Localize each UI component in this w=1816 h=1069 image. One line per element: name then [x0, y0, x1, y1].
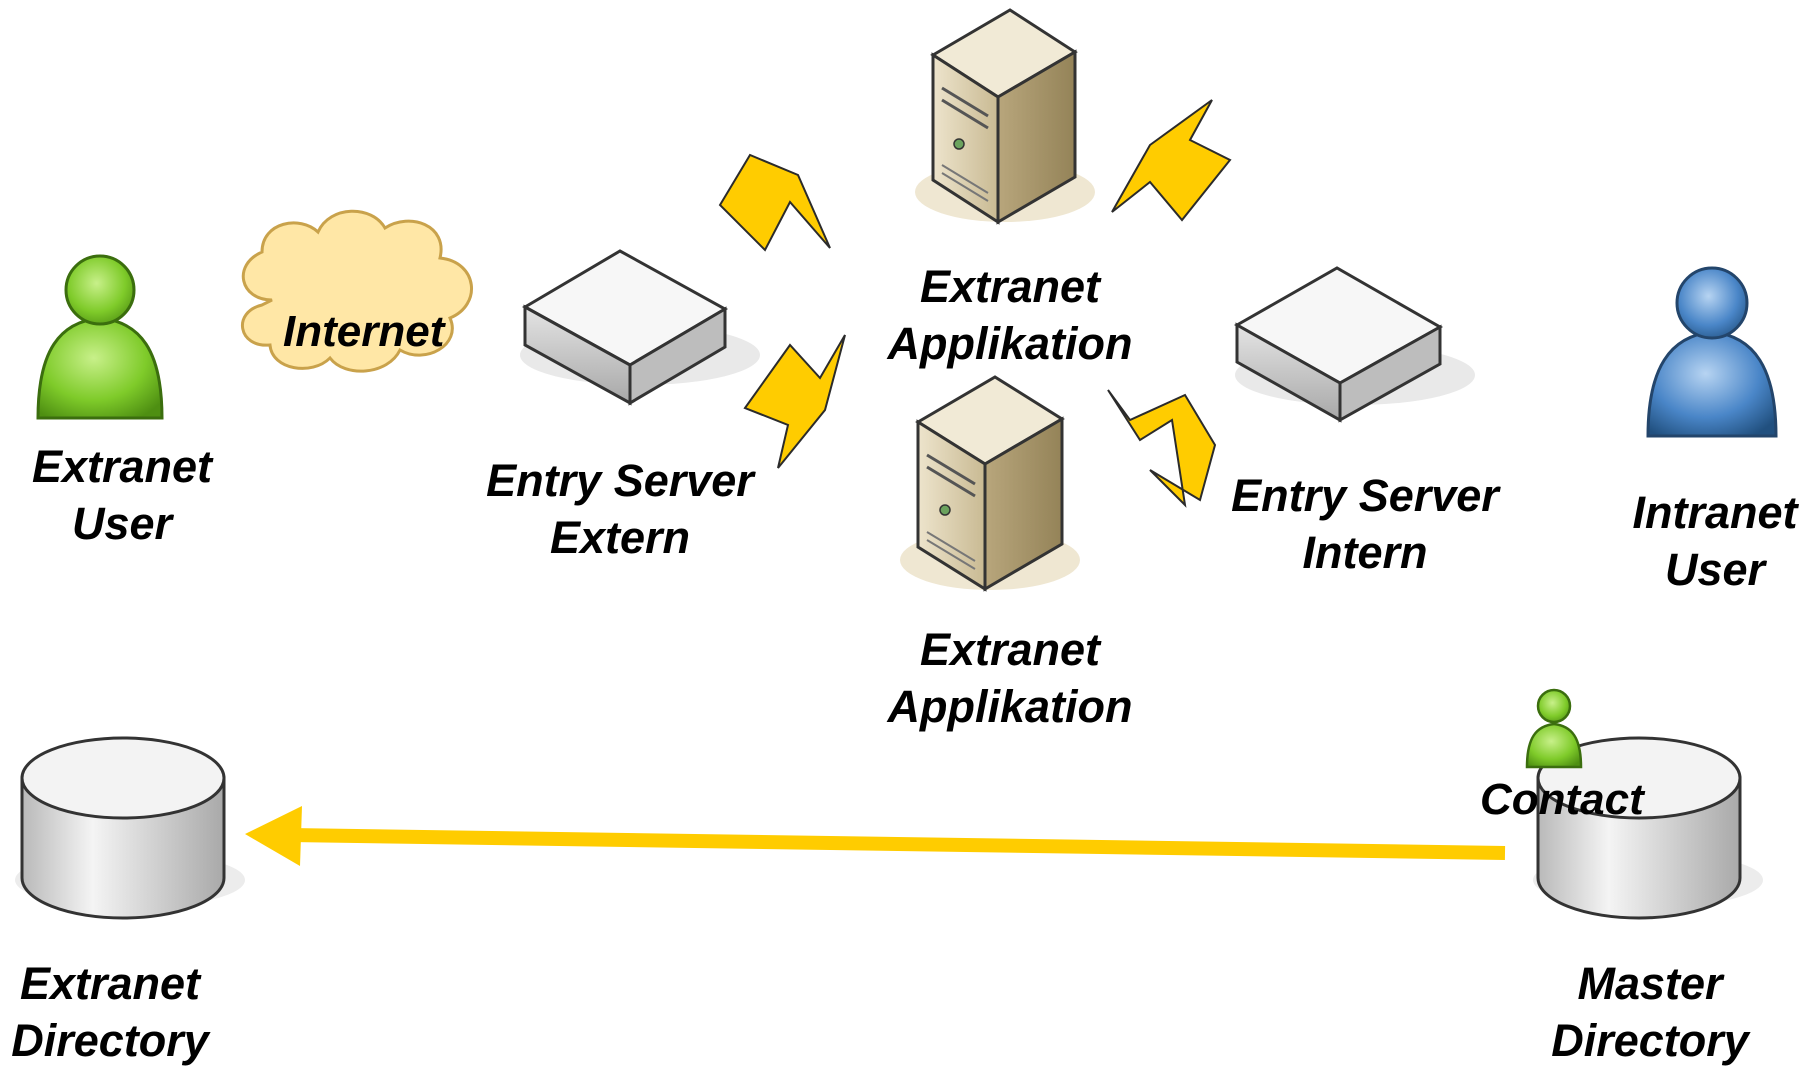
extranet-directory-label: Extranet Directory [11, 958, 209, 1066]
cloud-icon [241, 209, 474, 373]
extranet-user-label: Extranet User [31, 441, 213, 549]
lightning-connection-2 [743, 334, 846, 469]
sync-arrow [245, 806, 1506, 866]
extranet-user-icon [36, 254, 164, 420]
extranet-application-bottom-label: Extranet Applikation [887, 624, 1133, 732]
server-top-icon [915, 8, 1095, 225]
lightning-connection-4 [1107, 389, 1217, 508]
extranet-application-top-label: Extranet Applikation [887, 261, 1133, 369]
entry-server-intern-icon [1233, 266, 1475, 423]
entry-server-intern-label: Entry Server Intern [1231, 470, 1499, 578]
lightning-connection-1 [718, 153, 831, 252]
master-directory-label: Master Directory [1551, 958, 1749, 1066]
entry-server-extern-icon [520, 249, 760, 406]
master-directory-database-icon [1533, 736, 1763, 920]
server-bottom-icon [900, 375, 1080, 592]
entry-server-extern-label: Entry Server Extern [486, 455, 754, 563]
contact-user-icon [1525, 688, 1583, 769]
intranet-user-label: Intranet User [1632, 487, 1798, 595]
lightning-connection-3 [1111, 99, 1232, 222]
intranet-user-icon [1646, 266, 1778, 438]
contact-label: Contact [1480, 775, 1644, 824]
internet-label: Internet [283, 307, 445, 356]
extranet-directory-database-icon [15, 736, 245, 920]
